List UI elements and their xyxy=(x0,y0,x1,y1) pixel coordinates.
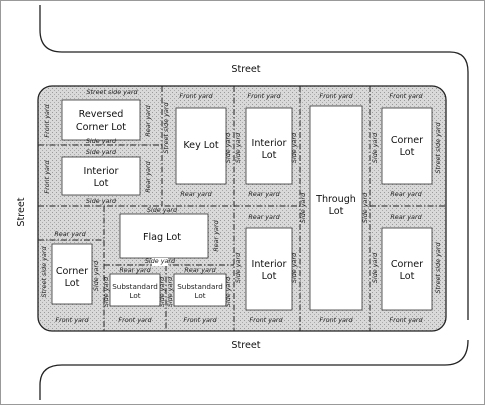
yard-label: Side yard xyxy=(158,276,166,307)
flag-lot-area xyxy=(119,213,209,259)
substandard-a-lot-label-1: Substandard xyxy=(112,282,158,291)
road-edge-top-left xyxy=(39,5,469,320)
interior-bottom-lot-area xyxy=(245,227,293,311)
yard-label: Side yard xyxy=(86,197,117,205)
yard-label: Side yard xyxy=(234,252,242,283)
key-lot-area xyxy=(175,107,227,185)
yard-label: Front yard xyxy=(319,92,353,100)
interior-left-lot-label-2: Lot xyxy=(94,178,109,189)
through-lot-label-1: Through xyxy=(315,194,356,205)
yard-label: Side yard xyxy=(86,137,117,145)
yard-label: Rear yard xyxy=(119,266,151,274)
interior-bottom-lot-label-1: Interior xyxy=(252,259,287,270)
substandard-a-lot-label-2: Lot xyxy=(129,291,140,300)
yard-label: Front yard xyxy=(43,159,51,193)
yard-label: Rear yard xyxy=(144,104,152,136)
street-label-left: Street xyxy=(16,197,27,226)
interior-left-lot-area xyxy=(61,156,141,196)
corner-bottom-left-lot-label-2: Lot xyxy=(65,278,80,289)
reversed-corner-lot-label-1: Reversed xyxy=(79,109,124,120)
corner-bottom-right-lot-area xyxy=(381,227,433,311)
yard-label: Side yard xyxy=(299,192,307,223)
yard-label: Front yard xyxy=(389,92,423,100)
reversed-corner-lot-area xyxy=(61,99,141,141)
yard-label: Side yard xyxy=(224,132,232,163)
yard-label: Front yard xyxy=(183,316,217,324)
flag-lot-pole xyxy=(152,258,168,266)
yard-label: Side yard xyxy=(145,257,176,265)
yard-label: Street side yard xyxy=(40,246,48,298)
yard-label: Side yard xyxy=(371,132,379,163)
yard-label: Rear yard xyxy=(390,190,422,198)
yard-label: Street side yard xyxy=(86,88,138,96)
corner-top-right-lot-area xyxy=(381,107,433,185)
yard-label: Front yard xyxy=(43,103,51,137)
interior-top-lot-label-1: Interior xyxy=(252,138,287,149)
yard-label: Front yard xyxy=(179,92,213,100)
interior-left-lot-label-1: Interior xyxy=(84,166,119,177)
substandard-b-lot-area xyxy=(173,273,227,307)
reversed-corner-lot-label-2: Corner Lot xyxy=(76,122,126,133)
yard-label: Front yard xyxy=(319,316,353,324)
yard-label: Rear yard xyxy=(212,219,220,251)
yard-label: Street side yard xyxy=(162,102,170,154)
yard-label: Street side yard xyxy=(434,242,442,294)
yard-label: Side yard xyxy=(166,276,174,307)
yard-label: Side yard xyxy=(102,276,110,307)
street-label-top: Street xyxy=(231,64,260,75)
interior-bottom-lot-label-2: Lot xyxy=(262,271,277,282)
through-lot-label-2: Lot xyxy=(329,206,344,217)
flag-lot-label: Flag Lot xyxy=(143,232,181,243)
corner-top-right-lot-label-1: Corner xyxy=(391,135,423,146)
yard-label: Side yard xyxy=(371,252,379,283)
yard-label: Side yard xyxy=(361,192,369,223)
yard-label: Rear yard xyxy=(54,230,86,238)
yard-label: Side yard xyxy=(290,252,298,283)
interior-top-lot-area xyxy=(245,107,293,185)
corner-bottom-right-lot-label-2: Lot xyxy=(400,271,415,282)
yard-label: Front yard xyxy=(118,316,152,324)
substandard-b-lot-label-2: Lot xyxy=(194,291,205,300)
yard-label: Rear yard xyxy=(390,213,422,221)
yard-label: Street side yard xyxy=(434,122,442,174)
yard-label: Rear yard xyxy=(180,190,212,198)
interior-top-lot-label-2: Lot xyxy=(262,150,277,161)
through-lot-area xyxy=(309,105,363,311)
yard-label: Rear yard xyxy=(144,160,152,192)
substandard-b-lot-label-1: Substandard xyxy=(177,282,223,291)
lot-lines xyxy=(38,86,446,331)
corner-bottom-right-lot-label-1: Corner xyxy=(391,259,423,270)
yard-label: Rear yard xyxy=(248,190,280,198)
corner-bottom-left-lot-area xyxy=(51,243,93,305)
yard-label: Front yard xyxy=(247,92,281,100)
yard-label: Side yard xyxy=(92,260,100,291)
corner-top-right-lot-label-2: Lot xyxy=(400,147,415,158)
street-label-bottom: Street xyxy=(231,340,260,351)
yard-label: Front yard xyxy=(249,316,283,324)
yard-label: Front yard xyxy=(55,316,89,324)
yard-label: Rear yard xyxy=(184,266,216,274)
yard-label: Front yard xyxy=(389,316,423,324)
yard-label: Side yard xyxy=(234,132,242,163)
yard-label: Side yard xyxy=(224,276,232,307)
yard-label: Side yard xyxy=(86,148,117,156)
road-edge-bottom-left xyxy=(39,339,469,400)
corner-bottom-left-lot-label-1: Corner xyxy=(56,266,88,277)
yard-label: Rear yard xyxy=(248,213,280,221)
substandard-a-lot-area xyxy=(109,273,161,307)
yard-label: Side yard xyxy=(147,206,178,214)
yard-label: Side yard xyxy=(290,132,298,163)
key-lot-label: Key Lot xyxy=(183,140,218,151)
